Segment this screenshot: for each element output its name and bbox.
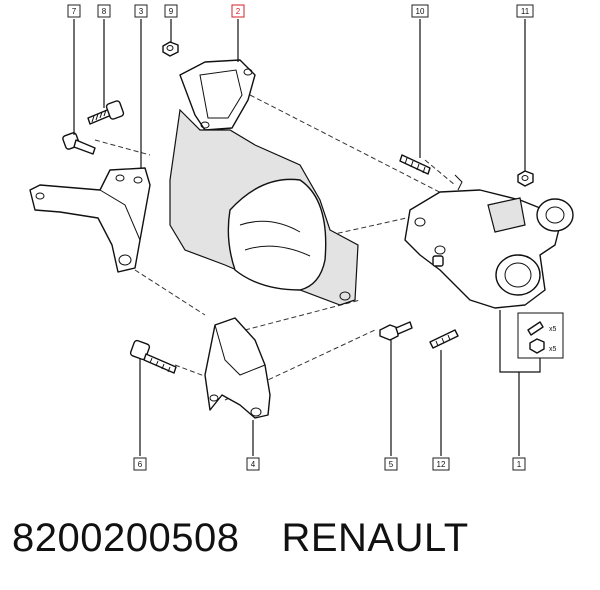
callout-11: 11 — [516, 4, 534, 18]
callout-7: 7 — [67, 4, 81, 18]
callout-2-selected[interactable]: 2 — [231, 4, 245, 18]
svg-text:3: 3 — [139, 7, 144, 16]
part-catalytic-converter-2 — [169, 59, 359, 306]
part-bolt-6 — [129, 339, 177, 374]
svg-text:11: 11 — [521, 7, 530, 16]
part-nut-9 — [162, 41, 179, 57]
svg-text:4: 4 — [251, 460, 256, 469]
callout-1: 1 — [512, 457, 526, 471]
part-bolt-5 — [379, 321, 413, 341]
inset-fastener-kit: x5 x5 — [517, 312, 564, 359]
callout-4: 4 — [246, 457, 260, 471]
callout-5: 5 — [384, 457, 398, 471]
exploded-parts-diagram: x5 x5 7 — [29, 4, 574, 471]
leader-lines — [73, 19, 541, 456]
svg-text:10: 10 — [416, 7, 425, 16]
svg-text:1: 1 — [517, 460, 522, 469]
part-stud-12 — [429, 329, 459, 349]
part-nut-11 — [517, 170, 534, 187]
svg-text:2: 2 — [236, 7, 241, 16]
part-bracket-3 — [29, 167, 151, 273]
callout-6: 6 — [133, 457, 147, 471]
part-support-bracket-4 — [204, 317, 271, 419]
callout-3: 3 — [134, 4, 148, 18]
svg-text:8: 8 — [102, 7, 107, 16]
svg-text:9: 9 — [169, 7, 174, 16]
svg-text:5: 5 — [389, 460, 394, 469]
svg-text:7: 7 — [72, 7, 77, 16]
inset-label-bottom: x5 — [549, 346, 557, 353]
callout-9: 9 — [164, 4, 178, 18]
callout-8: 8 — [97, 4, 111, 18]
part-bolt-7 — [62, 132, 96, 155]
footer-caption: 8200200508 RENAULT — [12, 516, 469, 561]
svg-text:6: 6 — [138, 460, 143, 469]
part-turbocharger-1 — [404, 174, 574, 309]
brand-name: RENAULT — [281, 516, 469, 560]
callout-10: 10 — [411, 4, 429, 18]
part-stud-10 — [399, 154, 431, 175]
part-bolt-8 — [87, 100, 125, 125]
inset-label-top: x5 — [549, 326, 557, 333]
callout-12: 12 — [432, 457, 450, 471]
part-number: 8200200508 — [12, 516, 240, 560]
svg-text:12: 12 — [437, 460, 446, 469]
